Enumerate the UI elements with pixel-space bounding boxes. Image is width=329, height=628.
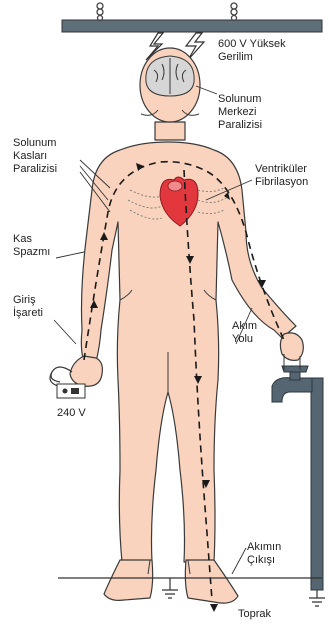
- label-240v: 240 V: [57, 407, 86, 420]
- brain-icon: [146, 56, 194, 96]
- label-ground: Toprak: [238, 608, 271, 621]
- label-current-exit: Akımın Çıkışı: [247, 541, 281, 567]
- ground-symbol-right: [309, 590, 325, 606]
- label-current-path: Akım Yolu: [232, 320, 257, 346]
- label-respiratory-muscles: Solunum Kasları Paralizisi: [13, 137, 57, 176]
- power-line: [62, 3, 322, 32]
- label-high-voltage: 600 V Yüksek Gerilim: [218, 38, 286, 64]
- outlet-icon: [57, 384, 85, 398]
- ground-symbol-left: [162, 578, 178, 598]
- human-body: [70, 48, 303, 603]
- label-respiratory-center: Solunum Merkezi Paralizisi: [218, 93, 262, 132]
- insulator-left: [97, 3, 103, 21]
- insulator-right: [231, 3, 237, 21]
- label-muscle-spasm: Kas Spazmı: [13, 233, 50, 259]
- label-entry-mark: Giriş İşareti: [13, 294, 43, 320]
- label-ventricular: Ventriküler Fibrilasyon: [255, 163, 308, 189]
